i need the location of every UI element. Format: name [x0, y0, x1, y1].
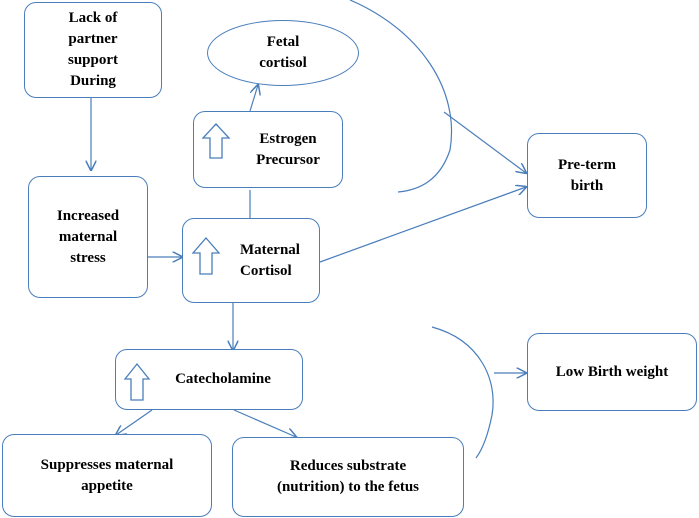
bracket-arc-bottom	[431, 326, 494, 459]
node-catecholamine-label: Catecholamine	[175, 371, 271, 387]
increase-arrow-icon	[191, 237, 221, 275]
node-suppresses-maternal-appetite-label: Suppresses maternal appetite	[40, 456, 174, 494]
node-pre-term-birth-label: Pre-term birth	[557, 156, 616, 194]
arrow-arc-to-preterm	[443, 111, 526, 173]
node-fetal-cortisol-label: Fetal cortisol	[259, 34, 307, 71]
arrow-estrogen-to-fetal	[249, 85, 258, 112]
node-reduces-substrate: Reduces substrate (nutrition) to the fet…	[232, 437, 464, 517]
node-suppresses-maternal-appetite: Suppresses maternal appetite	[2, 434, 212, 517]
arrow-cortisol-to-preterm	[319, 187, 526, 263]
node-increased-maternal-stress: Increased maternal stress	[28, 176, 148, 298]
increase-arrow-icon	[201, 123, 231, 159]
increase-arrow-icon	[123, 362, 151, 401]
bracket-arc-top	[349, 0, 452, 193]
node-reduces-substrate-label: Reduces substrate (nutrition) to the fet…	[276, 458, 420, 495]
node-lack-partner-support-label: Lack of partner support During	[67, 10, 119, 89]
node-maternal-cortisol-label: Maternal Cortisol	[240, 241, 300, 279]
node-catecholamine: Catecholamine	[115, 349, 303, 410]
node-estrogen-precursor-label: Estrogen Precursor	[256, 130, 320, 168]
node-low-birth-weight: Low Birth weight	[527, 333, 697, 411]
node-fetal-cortisol: Fetal cortisol	[207, 20, 359, 86]
node-increased-maternal-stress-label: Increased maternal stress	[56, 207, 120, 266]
node-lack-partner-support: Lack of partner support During	[24, 2, 162, 98]
arrow-catecholamine-to-appetite	[116, 409, 153, 435]
node-pre-term-birth: Pre-term birth	[527, 133, 647, 218]
arrow-catecholamine-to-substrate	[233, 409, 296, 437]
node-low-birth-weight-label: Low Birth weight	[555, 363, 669, 380]
